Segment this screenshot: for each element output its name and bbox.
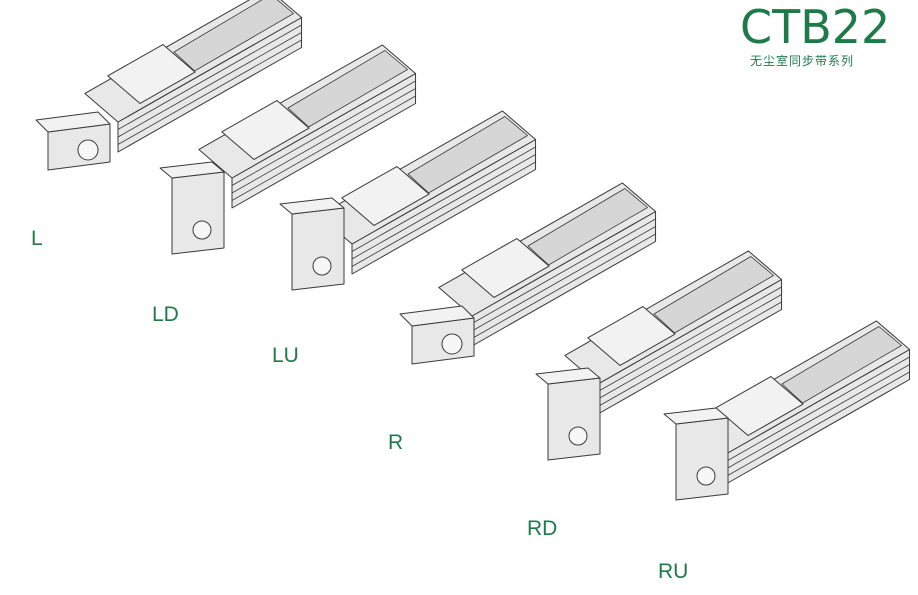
fold-motor-flange [192, 220, 212, 240]
motor-housing-top [399, 305, 475, 327]
dust-cover-strip [781, 326, 902, 404]
series-subtitle: 无尘室同步带系列 [750, 54, 855, 68]
rail-slot-line [597, 286, 782, 392]
dust-cover-strip [527, 188, 648, 266]
fold-motor-top [279, 197, 345, 215]
motor-housing-top [35, 111, 111, 133]
variant-label-ru: RU [658, 560, 689, 583]
actuator-ld [159, 44, 417, 255]
variant-label-ld: LD [152, 303, 179, 326]
variant-label-rd: RD [527, 517, 558, 540]
carriage-block [461, 238, 550, 298]
dust-cover-strip [653, 256, 774, 334]
actuator-lu [279, 110, 537, 291]
dust-cover-strip [407, 116, 528, 194]
model-title: CTB22 [740, 0, 891, 54]
rail-slot-line [117, 39, 302, 145]
rail-slot-line [725, 356, 910, 462]
rail-slot-line [117, 24, 302, 130]
variant-label-lu: LU [272, 344, 299, 367]
fold-motor-top [535, 367, 601, 385]
motor-flange [441, 333, 463, 355]
carriage-block [587, 306, 676, 366]
dust-cover-strip [173, 0, 294, 72]
rail-slot-line [597, 294, 782, 400]
rail-slot-line [351, 146, 536, 252]
carriage-block [341, 166, 430, 226]
dust-cover-strip [287, 50, 408, 128]
fold-motor-flange [568, 426, 588, 446]
fold-motor-housing [291, 207, 345, 291]
carriage-block [221, 100, 310, 160]
variant-label-l: L [31, 227, 43, 250]
rail-slot-line [351, 161, 536, 267]
fold-motor-housing [171, 171, 225, 255]
rail-slot-line [231, 80, 416, 186]
actuator-rd [535, 250, 783, 461]
fold-motor-top [159, 161, 225, 179]
fold-motor-housing [547, 377, 601, 461]
fold-motor-housing [675, 417, 729, 501]
actuator-l [35, 0, 303, 171]
rail-slot-line [231, 88, 416, 194]
variant-label-r: R [388, 431, 404, 454]
carriage-block [107, 44, 196, 104]
rail-slot-line [471, 233, 656, 339]
fold-motor-top [663, 407, 729, 425]
motor-flange [77, 139, 99, 161]
rail-slot-line [117, 32, 302, 138]
actuator-ru [663, 320, 911, 501]
fold-motor-flange [696, 466, 716, 486]
fold-motor-flange [312, 256, 332, 276]
rail-slot-line [471, 226, 656, 332]
rail-slot-line [351, 154, 536, 260]
rail-slot-line [471, 218, 656, 324]
rail-slot-line [597, 301, 782, 407]
rail-slot-line [725, 371, 910, 477]
rail-slot-line [725, 364, 910, 470]
actuator-r [399, 182, 657, 365]
rail-slot-line [231, 95, 416, 201]
